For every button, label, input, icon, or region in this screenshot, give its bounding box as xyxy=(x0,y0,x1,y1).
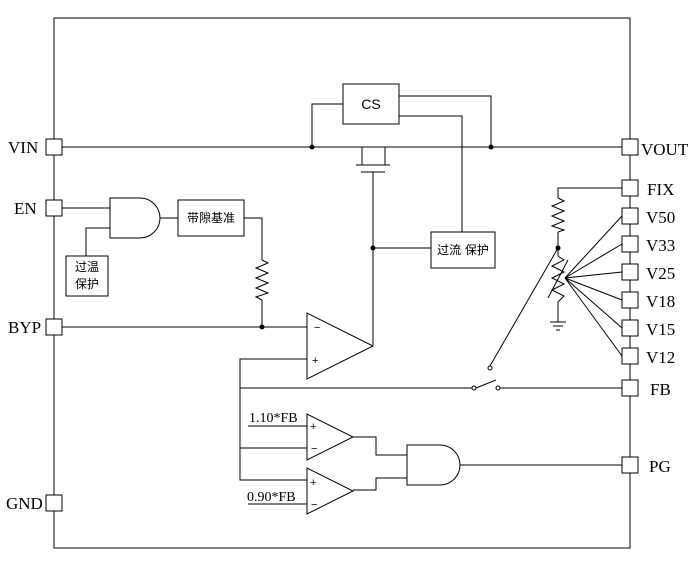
junctions xyxy=(259,144,561,391)
pin-vout-label: VOUT xyxy=(641,140,689,159)
error-amplifier xyxy=(306,312,375,380)
pin-fb-label: FB xyxy=(650,380,671,399)
cs-label: CS xyxy=(361,96,380,112)
pin-v18 xyxy=(621,291,639,309)
error-amp-minus: − xyxy=(314,322,320,334)
pin-v18-label: V18 xyxy=(646,292,675,311)
pin-v25 xyxy=(621,263,639,281)
pin-byp-label: BYP xyxy=(8,318,41,337)
pin-v15 xyxy=(621,319,639,337)
upper-comparator xyxy=(306,413,355,461)
pg-and-gate xyxy=(406,444,461,486)
upper-reference-label: 1.10*FB xyxy=(249,411,298,426)
pin-fix xyxy=(621,179,639,197)
right-pins: VOUT FIX V50 V33 V25 V18 V15 V12 FB PG xyxy=(621,138,689,476)
bandgap-label: 带隙基准 xyxy=(187,211,235,225)
left-pins: VIN EN BYP GND xyxy=(6,138,63,513)
error-amp-plus: + xyxy=(312,355,318,367)
upper-comp-plus: + xyxy=(310,421,316,433)
over-temp-block xyxy=(65,255,109,297)
bandgap-resistor xyxy=(254,259,270,301)
pin-gnd-label: GND xyxy=(6,494,43,513)
over-temp-label-2: 保护 xyxy=(75,277,99,291)
enable-and-gate xyxy=(109,197,161,239)
pin-vout xyxy=(621,138,639,156)
pin-vin xyxy=(45,138,63,156)
pin-v33 xyxy=(621,235,639,253)
lower-comp-minus: − xyxy=(311,499,317,511)
lower-reference-label: 0.90*FB xyxy=(247,490,296,505)
pin-v50 xyxy=(621,207,639,225)
cs-block xyxy=(342,83,400,125)
divider-resistor-bottom xyxy=(550,255,566,303)
pin-pg-label: PG xyxy=(649,457,671,476)
upper-comp-minus: − xyxy=(311,443,317,455)
pin-en xyxy=(45,199,63,217)
lower-comparator xyxy=(306,467,355,515)
pin-v33-label: V33 xyxy=(646,236,675,255)
divider-resistor-top xyxy=(550,197,566,233)
pin-fix-label: FIX xyxy=(647,180,674,199)
pin-byp xyxy=(45,318,63,336)
pin-v12-label: V12 xyxy=(646,348,675,367)
pin-gnd xyxy=(45,494,63,512)
pin-fb xyxy=(621,379,639,397)
pin-pg xyxy=(621,456,639,474)
chip-outline xyxy=(53,17,631,549)
pin-v12 xyxy=(621,347,639,365)
wiring xyxy=(62,95,623,505)
pin-v15-label: V15 xyxy=(646,320,675,339)
pin-en-label: EN xyxy=(14,199,37,218)
bandgap-block xyxy=(177,199,245,237)
pin-v50-label: V50 xyxy=(646,208,675,227)
pin-v25-label: V25 xyxy=(646,264,675,283)
over-temp-label-1: 过温 xyxy=(75,260,99,274)
over-current-label: 过流 保护 xyxy=(437,243,489,257)
lower-comp-plus: + xyxy=(310,477,316,489)
pin-vin-label: VIN xyxy=(8,138,38,157)
over-current-block xyxy=(430,231,496,269)
